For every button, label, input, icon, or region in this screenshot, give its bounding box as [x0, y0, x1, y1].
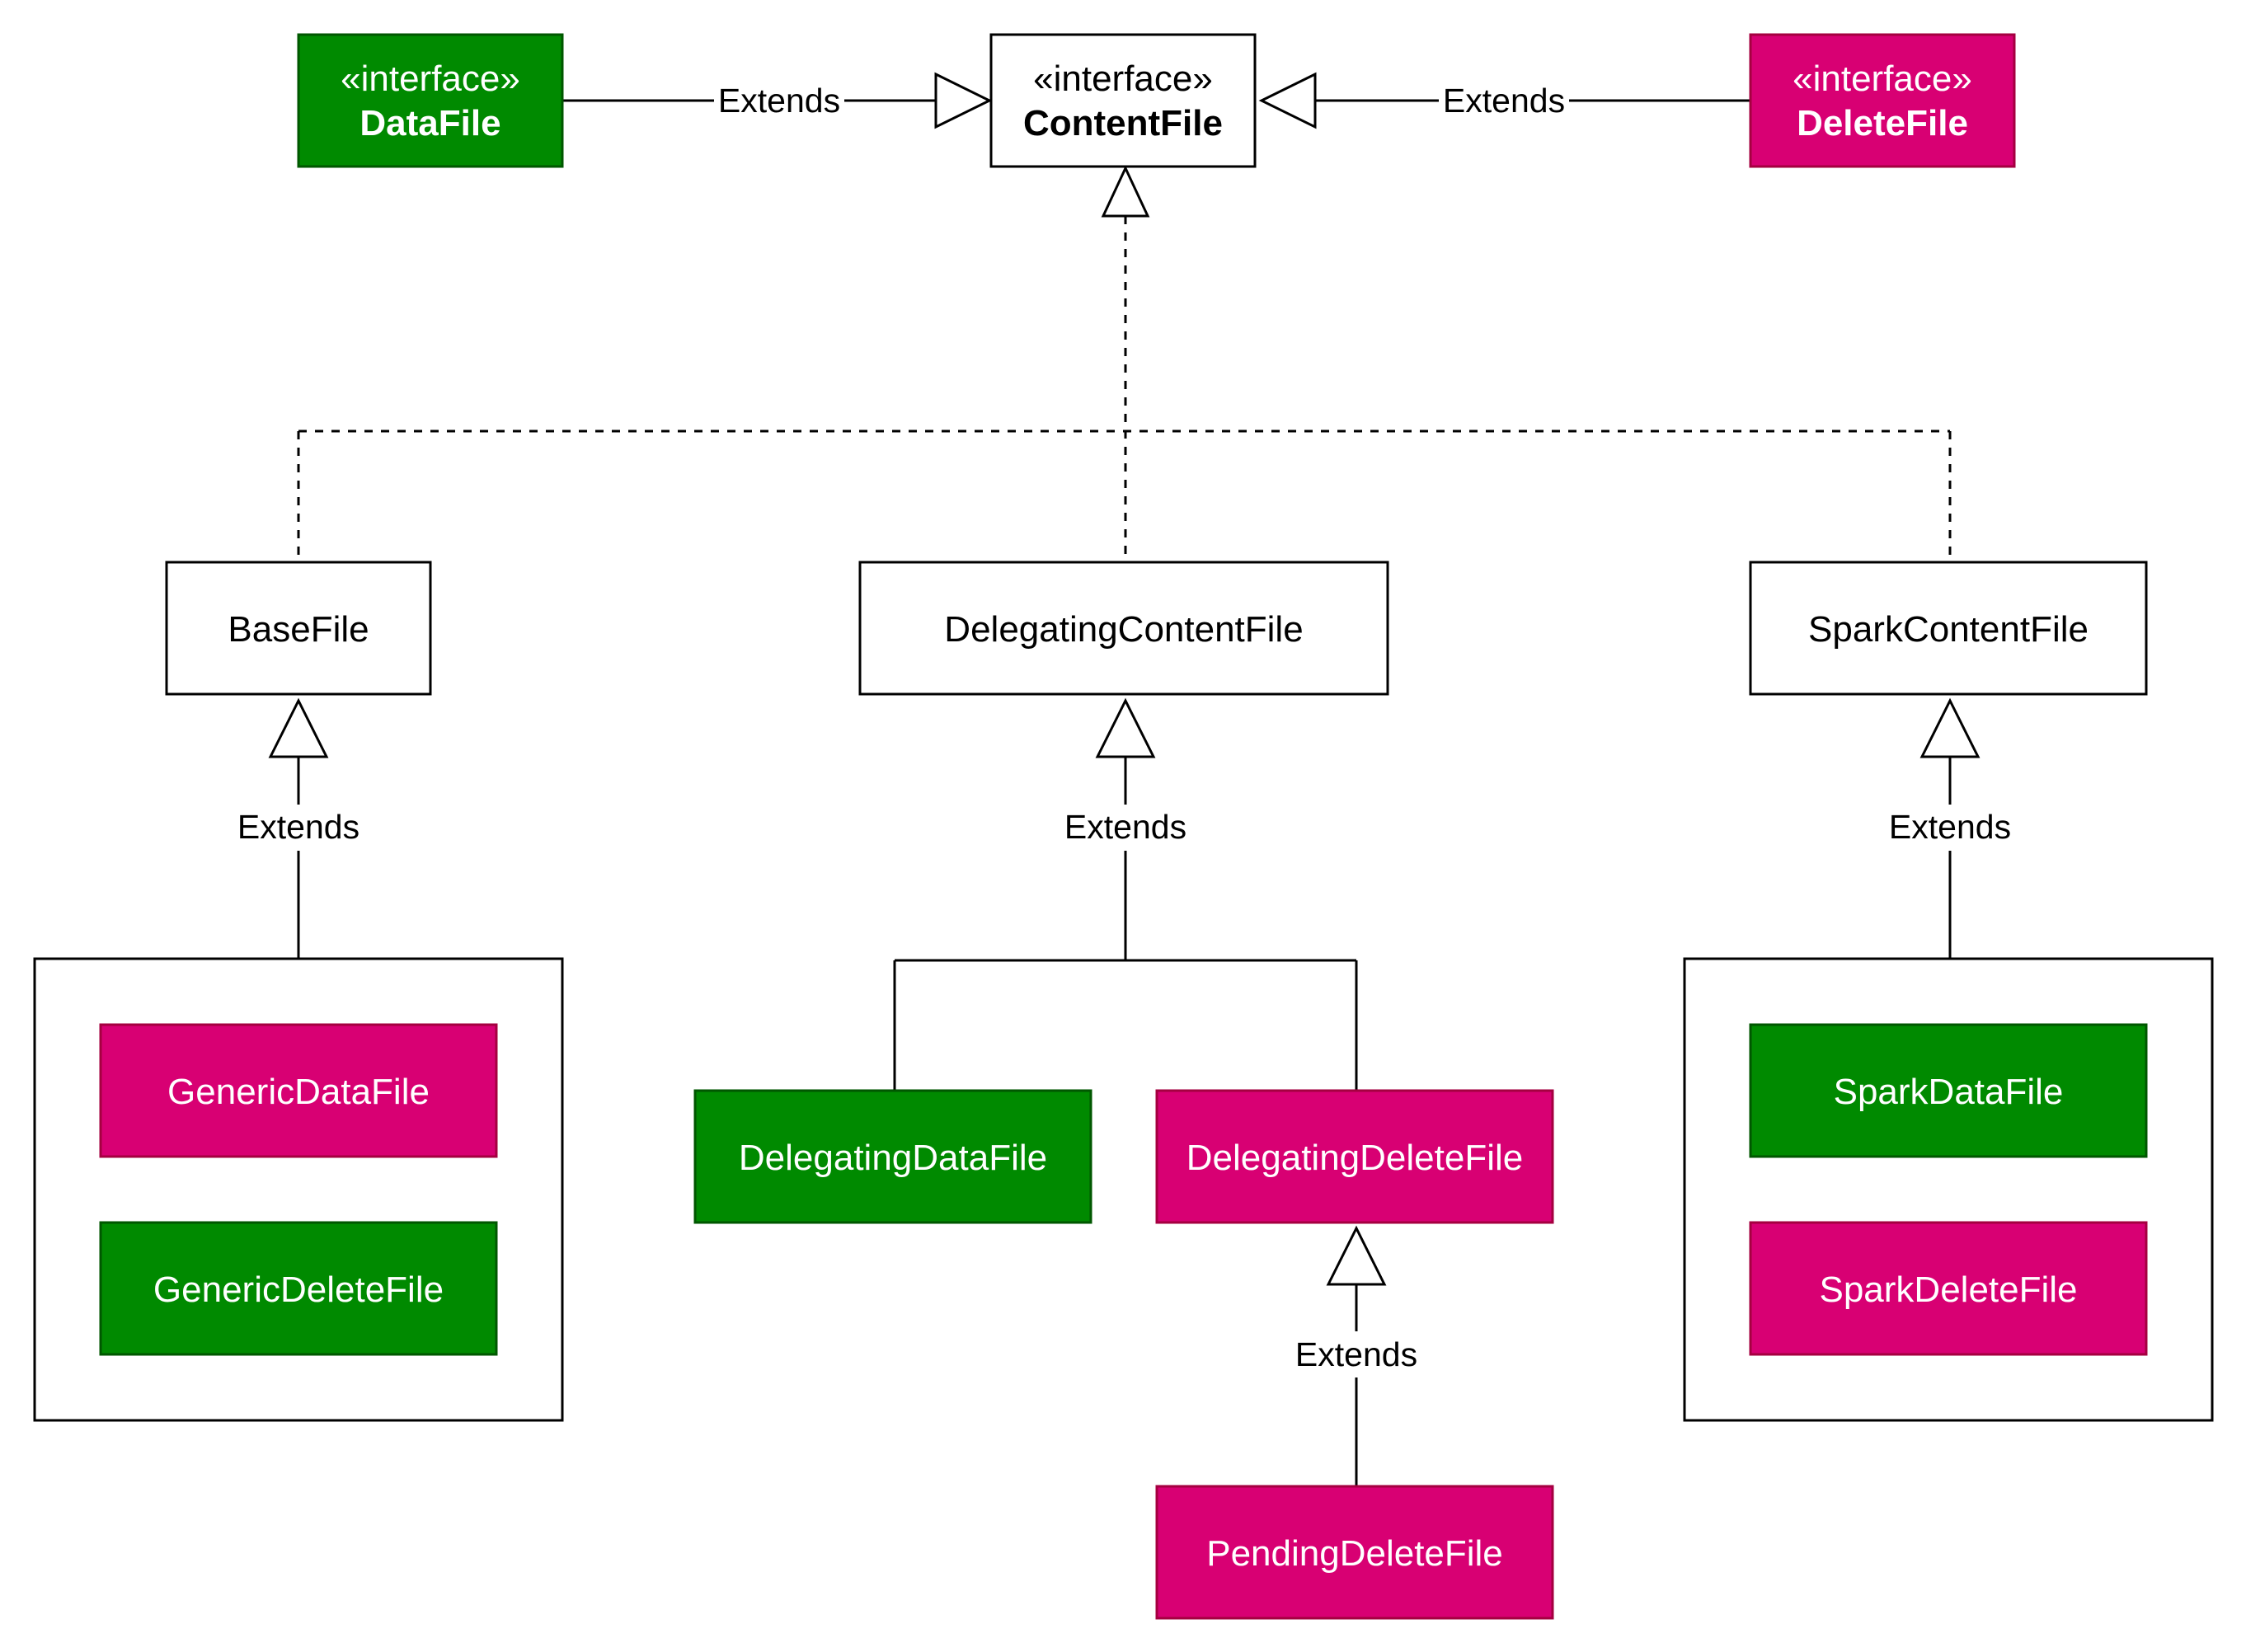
edge-label-extends: Extends	[1443, 82, 1565, 120]
group-generic-files: GenericDataFile GenericDeleteFile	[33, 957, 564, 1422]
class-name: SparkDeleteFile	[1819, 1270, 2077, 1310]
class-basefile: BaseFile	[165, 561, 432, 696]
class-delegatingcontentfile: DelegatingContentFile	[858, 561, 1389, 696]
interface-stereotype: «interface»	[1033, 59, 1213, 99]
class-pendingdeletefile: PendingDeleteFile	[1155, 1485, 1554, 1620]
edge-label-extends: Extends	[237, 808, 359, 846]
edge-label-extends: Extends	[1064, 808, 1186, 846]
group-spark-files: SparkDataFile SparkDeleteFile	[1683, 957, 2214, 1422]
edge-label-extends: Extends	[1295, 1335, 1417, 1373]
edge-spark-group-extends-sparkcontentfile: Extends	[1874, 697, 2026, 960]
interface-contentfile: «interface» ContentFile	[989, 33, 1257, 168]
class-name: BaseFile	[228, 609, 369, 650]
edge-datafile-extends-contentfile: Extends	[562, 72, 993, 129]
edge-implements-contentfile	[297, 165, 1952, 565]
edges: Extends Extends Extends	[223, 72, 2026, 1488]
class-delegatingdatafile: DelegatingDataFile	[693, 1089, 1092, 1224]
class-sparkcontentfile: SparkContentFile	[1749, 561, 2148, 696]
class-name: GenericDataFile	[167, 1072, 430, 1112]
interface-deletefile: «interface» DeleteFile	[1749, 33, 2016, 168]
class-name: SparkDataFile	[1834, 1072, 2064, 1112]
edge-delegating-extends-delegatingcontentfile: Extends	[893, 697, 1358, 1092]
class-name: PendingDeleteFile	[1206, 1533, 1503, 1574]
class-name: DelegatingContentFile	[944, 609, 1303, 650]
class-name: DelegatingDataFile	[739, 1138, 1047, 1178]
class-delegatingdeletefile: DelegatingDeleteFile	[1155, 1089, 1554, 1224]
interface-stereotype: «interface»	[341, 59, 520, 99]
edge-deletefile-extends-contentfile: Extends	[1258, 72, 1750, 129]
edge-label-extends: Extends	[718, 82, 840, 120]
class-genericdeletefile: GenericDeleteFile	[99, 1221, 498, 1356]
class-name: DelegatingDeleteFile	[1186, 1138, 1523, 1178]
edge-generic-group-extends-basefile: Extends	[223, 697, 374, 960]
class-name: GenericDeleteFile	[153, 1270, 444, 1310]
class-name: SparkContentFile	[1808, 609, 2089, 650]
interface-name: ContentFile	[1023, 103, 1223, 143]
edge-pending-extends-delegatingdelete: Extends	[1280, 1225, 1432, 1488]
edge-label-extends: Extends	[1889, 808, 2011, 846]
class-sparkdeletefile: SparkDeleteFile	[1749, 1221, 2148, 1356]
interface-name: DataFile	[359, 103, 500, 143]
interface-stereotype: «interface»	[1793, 59, 1972, 99]
interface-name: DeleteFile	[1797, 103, 1968, 143]
class-genericdatafile: GenericDataFile	[99, 1023, 498, 1158]
interface-datafile: «interface» DataFile	[297, 33, 564, 168]
class-sparkdatafile: SparkDataFile	[1749, 1023, 2148, 1158]
